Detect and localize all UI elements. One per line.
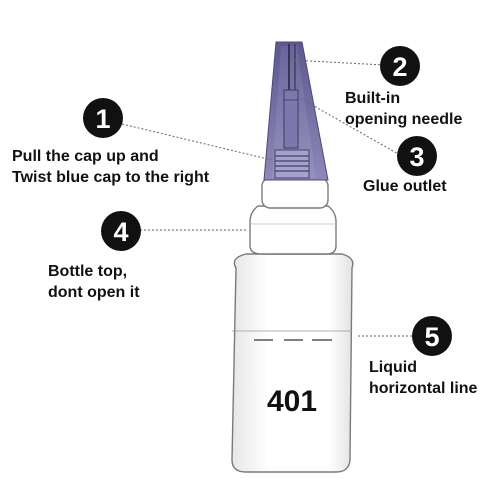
leader-lines bbox=[121, 59, 416, 337]
marker-5: 5 bbox=[412, 316, 452, 356]
svg-text:2: 2 bbox=[392, 52, 407, 82]
marker-1: 1 bbox=[83, 98, 123, 138]
callout-4-line-2: dont open it bbox=[48, 284, 140, 301]
marker-4: 4 bbox=[101, 211, 141, 251]
liquid-level-line bbox=[232, 330, 352, 341]
callout-4-line-1: Bottle top, bbox=[48, 263, 128, 280]
callout-1-line-2: Twist blue cap to the right bbox=[12, 169, 210, 186]
bottle-body bbox=[231, 253, 354, 473]
svg-text:4: 4 bbox=[113, 217, 128, 247]
callout-5-line-1: Liquid bbox=[369, 359, 417, 376]
callout-3-text: Glue outlet bbox=[363, 176, 447, 197]
callout-2-line-1: Built-in bbox=[345, 90, 401, 107]
opening-needle bbox=[283, 44, 299, 149]
marker-3: 3 bbox=[397, 136, 437, 176]
svg-text:3: 3 bbox=[409, 142, 424, 172]
bottle-top bbox=[249, 205, 337, 255]
callout-4-text: Bottle top, dont open it bbox=[48, 261, 140, 303]
bottle-label: 401 bbox=[267, 385, 317, 418]
cap-collar bbox=[261, 177, 329, 209]
callout-3-line-1: Glue outlet bbox=[363, 178, 447, 195]
callout-2-line-2: opening needle bbox=[345, 111, 463, 128]
callout-1-line-1: Pull the cap up and bbox=[12, 148, 159, 165]
callout-2-text: Built-in opening needle bbox=[345, 88, 462, 130]
cap-thread bbox=[274, 149, 310, 179]
svg-text:1: 1 bbox=[95, 104, 110, 134]
callout-1-text: Pull the cap up and Twist blue cap to th… bbox=[12, 146, 209, 188]
svg-text:5: 5 bbox=[424, 322, 439, 352]
callout-5-text: Liquid horizontal line bbox=[369, 357, 477, 399]
callout-5-line-2: horizontal line bbox=[369, 380, 478, 397]
marker-2: 2 bbox=[380, 46, 420, 86]
